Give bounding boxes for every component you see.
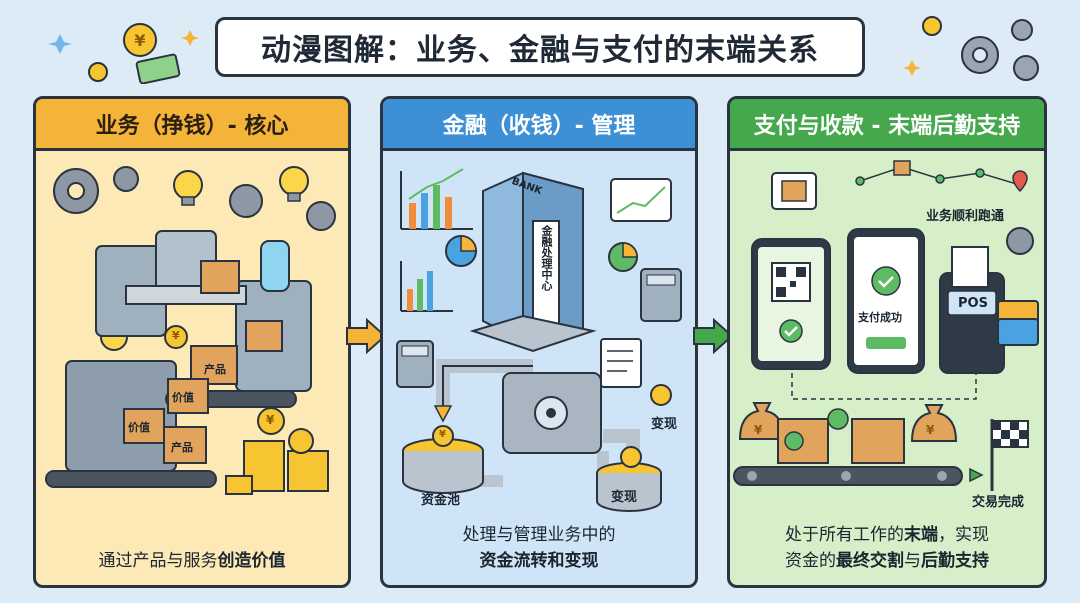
- page-title: 动漫图解：业务、金融与支付的末端关系: [215, 17, 865, 77]
- payment-success-phone-icon: [847, 228, 925, 374]
- conveyor-belt-icon: [733, 402, 963, 486]
- finance-panel-header: 金融（收钱）- 管理: [383, 99, 695, 151]
- payment-panel: 支付与收款 - 末端后勤支持: [727, 96, 1047, 588]
- pos-label: POS: [958, 296, 988, 311]
- payment-panel-header: 支付与收款 - 末端后勤支持: [730, 99, 1044, 151]
- arrow-right-icon: [346, 318, 387, 354]
- arrow-right-icon: [693, 318, 734, 354]
- money-pool-icon: [402, 384, 672, 512]
- coin-label: ¥: [439, 429, 446, 440]
- bank-illustration: [396, 168, 682, 512]
- payment-success-label: 支付成功: [858, 311, 902, 324]
- value-box-label-2: 价值: [128, 421, 150, 434]
- product-box-label-2: 产品: [171, 441, 193, 454]
- document-icon: [600, 338, 642, 388]
- business-panel-header: 业务（挣钱）- 核心: [36, 99, 348, 151]
- cash-out-side-label: 变现: [651, 417, 678, 432]
- finance-panel: 金融（收钱）- 管理: [380, 96, 698, 588]
- coin-stack-icon: [164, 325, 329, 495]
- finance-panel-body: BANK 金融处理中心 资金池 变现 变现 ¥ 处理与管理业务中的 资金流转和变…: [383, 151, 695, 585]
- gear-decoration-icon: [903, 16, 1039, 81]
- cash-out-label: 变现: [611, 490, 638, 505]
- safe-icon: [502, 372, 602, 454]
- coin-label-2: ¥: [926, 423, 935, 437]
- coin-label: ¥: [754, 423, 763, 437]
- value-box-label: 价值: [172, 391, 194, 404]
- finish-flag-icon: [990, 419, 1029, 491]
- coin-stack-decoration-icon: ¥: [48, 23, 199, 84]
- payment-panel-body: 业务顺利跑通 支付成功 POS 交易完成 ¥ ¥ 处于所有工作的末端，实现 资金…: [730, 151, 1044, 585]
- gear-icon: [53, 166, 336, 231]
- coin-label-2: ¥: [172, 329, 180, 342]
- business-caption: 通过产品与服务创造价值: [98, 551, 286, 571]
- svg-text:¥: ¥: [134, 31, 145, 50]
- monitor-chart-icon: [610, 178, 672, 222]
- money-pool-label: 资金池: [421, 493, 461, 508]
- coin-label: ¥: [266, 413, 275, 427]
- gear-icon: [1006, 227, 1034, 255]
- pie-chart-icon: [445, 235, 638, 272]
- business-panel-body: 产品 价值 价值 产品 ¥ ¥ 通过产品与服务创造价值: [36, 151, 348, 585]
- payment-illustration: [733, 160, 1039, 491]
- product-box-label: 产品: [204, 363, 226, 376]
- trade-done-label: 交易完成: [972, 495, 1025, 510]
- business-panel: 业务（挣钱）- 核心: [33, 96, 351, 588]
- qr-code-phone-icon: [751, 238, 831, 370]
- factory-illustration: [45, 166, 336, 495]
- route-map-icon: [855, 160, 1028, 193]
- finance-caption: 处理与管理业务中的 资金流转和变现: [462, 525, 616, 571]
- smooth-business-label: 业务顺利跑通: [926, 209, 1005, 224]
- calculator-icon: [396, 268, 682, 388]
- payment-caption: 处于所有工作的末端，实现 资金的最终交割与后勤支持: [785, 525, 989, 571]
- bank-center-label: 金融处理中心: [540, 225, 553, 291]
- delivery-box-icon: [771, 172, 817, 210]
- pos-terminal-icon: [939, 246, 1039, 374]
- arrow-right-icon: [969, 467, 984, 483]
- bar-chart-icon: [400, 168, 473, 312]
